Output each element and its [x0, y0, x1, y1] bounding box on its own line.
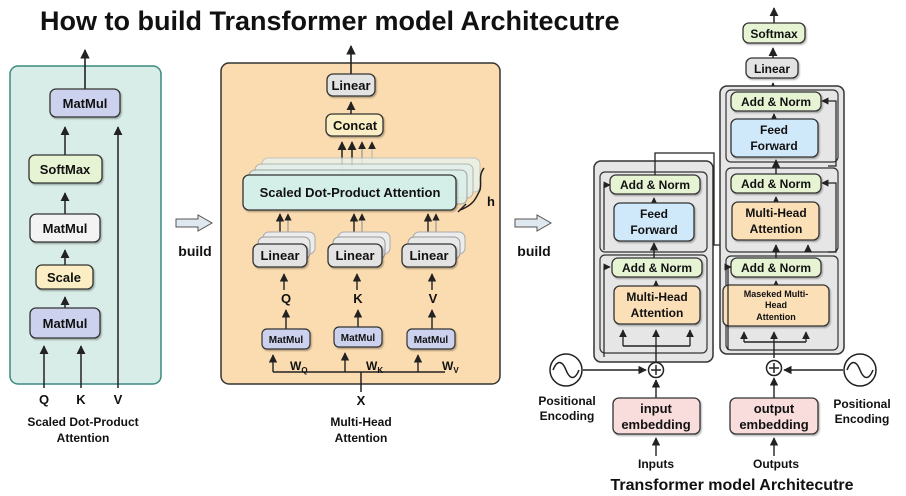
mha-panel: Linear Concat Scaled Dot-Product Attenti… [220, 45, 501, 392]
tf-dec-masked-mha: Maseked Multi- Head Attention [722, 284, 830, 327]
mha-linear-col-k: Linear K MatMul [327, 213, 391, 348]
svg-text:input: input [640, 401, 672, 416]
mha-linear-col-q: Linear Q MatMul [252, 213, 316, 350]
svg-text:WV: WV [442, 359, 459, 375]
svg-text:Scaled Dot-Product Attention: Scaled Dot-Product Attention [260, 185, 441, 200]
tf-pos-enc-right-icon [843, 353, 877, 387]
svg-text:Linear: Linear [754, 62, 790, 76]
tf-input-embedding: input embedding [612, 397, 701, 435]
mha-h-label: h [487, 194, 495, 209]
sdpa-input-v: V [114, 392, 123, 407]
sdpa-scale: Scale [35, 264, 94, 290]
svg-text:Softmax: Softmax [750, 27, 798, 41]
svg-text:Attention: Attention [756, 312, 796, 322]
tf-pos-enc-right-2: Encoding [835, 412, 890, 426]
svg-text:MatMul: MatMul [269, 335, 304, 346]
svg-text:MatMul: MatMul [43, 221, 88, 236]
svg-text:Add & Norm: Add & Norm [741, 261, 811, 275]
mha-concat: Concat [325, 113, 384, 137]
svg-text:Add & Norm: Add & Norm [622, 261, 692, 275]
diagram-title: How to build Transformer model Architecu… [40, 6, 620, 36]
tf-output-embedding: output embedding [729, 397, 819, 435]
svg-text:MatMul: MatMul [63, 96, 108, 111]
tf-dec-add-norm-2: Add & Norm [730, 173, 822, 194]
tf-pos-enc-left-icon [549, 353, 583, 387]
sdpa-caption-2: Attention [57, 431, 110, 445]
sdpa-matmul-top: MatMul [49, 88, 121, 118]
tf-dec-add-norm-1: Add & Norm [730, 91, 822, 112]
svg-text:Maseked Multi-: Maseked Multi- [744, 289, 809, 299]
build-arrow-2: build [514, 214, 553, 259]
tf-enc-add-icon [647, 361, 665, 379]
svg-text:K: K [353, 291, 363, 306]
tf-pos-enc-left-1: Positional [538, 394, 595, 408]
svg-text:MatMul: MatMul [43, 316, 88, 331]
tf-outputs-label: Outputs [753, 457, 799, 471]
svg-text:WK: WK [366, 359, 383, 375]
mha-linear-col-v: Linear V MatMul [401, 213, 466, 350]
svg-text:Add & Norm: Add & Norm [620, 178, 690, 192]
sdpa-panel: MatMul SoftMax MatMul Scale MatMul [9, 49, 162, 388]
tf-dec-mha: Multi-Head Attention [731, 201, 820, 241]
svg-text:Forward: Forward [630, 223, 677, 237]
svg-text:build: build [178, 243, 211, 259]
transformer-panel: Softmax Linear Add & Norm Feed Forward A… [549, 7, 877, 456]
tf-dec-add-norm-3: Add & Norm [730, 257, 822, 278]
svg-text:Add & Norm: Add & Norm [741, 95, 811, 109]
svg-text:Attention: Attention [750, 222, 803, 236]
tf-pos-enc-left-2: Encoding [540, 409, 595, 423]
tf-dec-add-icon [765, 359, 783, 377]
svg-text:WQ: WQ [290, 359, 308, 375]
tf-pos-enc-right-1: Positional [833, 397, 890, 411]
svg-text:Concat: Concat [333, 118, 378, 133]
sdpa-input-q: Q [39, 392, 49, 407]
tf-inputs-label: Inputs [638, 457, 674, 471]
sdpa-matmul-mid: MatMul [29, 213, 101, 243]
svg-text:Feed: Feed [640, 207, 668, 221]
tf-dec-feed-forward: Feed Forward [730, 118, 819, 158]
svg-text:Scale: Scale [47, 270, 81, 285]
tf-enc-add-norm-1: Add & Norm [609, 174, 701, 195]
svg-text:Linear: Linear [409, 248, 448, 263]
tf-linear: Linear [745, 57, 799, 79]
sdpa-softmax: SoftMax [28, 154, 103, 184]
tf-caption: Transformer model Architecutre [610, 477, 853, 494]
svg-text:build: build [517, 243, 550, 259]
svg-text:Attention: Attention [631, 306, 684, 320]
svg-text:MatMul: MatMul [414, 335, 449, 346]
tf-softmax: Softmax [742, 22, 806, 44]
sdpa-input-k: K [76, 392, 86, 407]
svg-text:Q: Q [281, 291, 291, 306]
svg-text:Linear: Linear [260, 248, 299, 263]
tf-enc-feed-forward: Feed Forward [613, 202, 695, 242]
mha-input-x: X [357, 393, 366, 408]
mha-caption-2: Attention [335, 431, 388, 445]
mha-linear-top: Linear [326, 73, 376, 97]
sdpa-caption-1: Scaled Dot-Product [27, 415, 138, 429]
svg-text:embedding: embedding [739, 417, 808, 432]
svg-text:Feed: Feed [760, 123, 788, 137]
svg-text:Linear: Linear [331, 78, 370, 93]
tf-enc-mha: Multi-Head Attention [613, 285, 701, 325]
svg-text:SoftMax: SoftMax [40, 162, 91, 177]
svg-text:Multi-Head: Multi-Head [745, 206, 806, 220]
svg-text:Head: Head [765, 300, 787, 310]
svg-text:V: V [429, 291, 438, 306]
svg-text:Linear: Linear [335, 248, 374, 263]
svg-text:embedding: embedding [621, 417, 690, 432]
svg-text:Multi-Head: Multi-Head [626, 290, 687, 304]
sdpa-matmul-bottom: MatMul [29, 307, 101, 339]
svg-text:output: output [754, 401, 795, 416]
mha-sdpa-box: Scaled Dot-Product Attention [242, 174, 457, 211]
tf-enc-add-norm-2: Add & Norm [611, 257, 703, 278]
svg-text:Add & Norm: Add & Norm [741, 177, 811, 191]
mha-caption-1: Multi-Head [330, 415, 391, 429]
svg-text:MatMul: MatMul [341, 333, 376, 344]
svg-text:Forward: Forward [750, 139, 797, 153]
build-arrow-1: build [175, 214, 214, 259]
